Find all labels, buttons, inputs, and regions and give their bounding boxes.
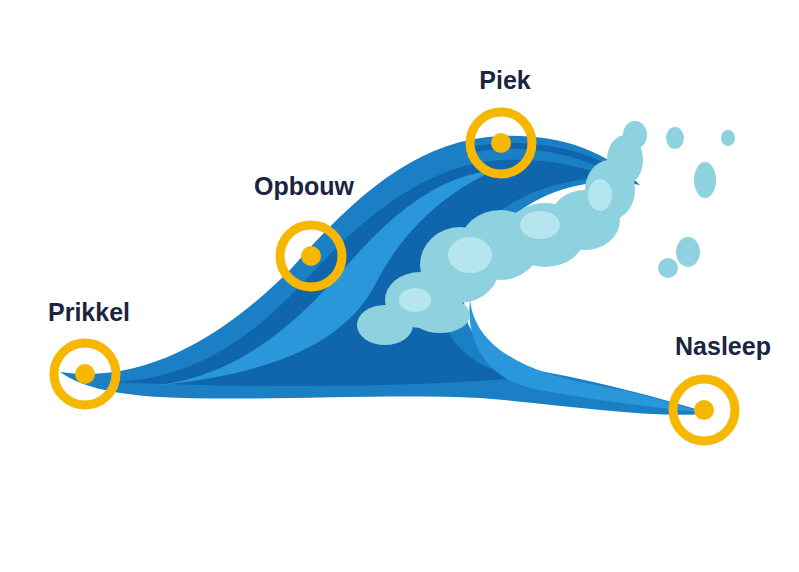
wave-foam <box>357 121 735 345</box>
ring-marker <box>470 112 532 174</box>
phase-label: Opbouw <box>254 171 354 201</box>
phase-label: Nasleep <box>675 331 771 361</box>
ring-marker <box>280 225 342 287</box>
wave-highlight <box>469 300 700 412</box>
wave-shade <box>110 160 610 386</box>
phase-label: Piek <box>479 65 530 95</box>
ring-marker <box>54 343 116 405</box>
phase-label: Prikkel <box>48 297 130 327</box>
ring-marker <box>673 379 735 441</box>
wave-body <box>60 136 712 415</box>
foam-highlight <box>399 179 612 312</box>
